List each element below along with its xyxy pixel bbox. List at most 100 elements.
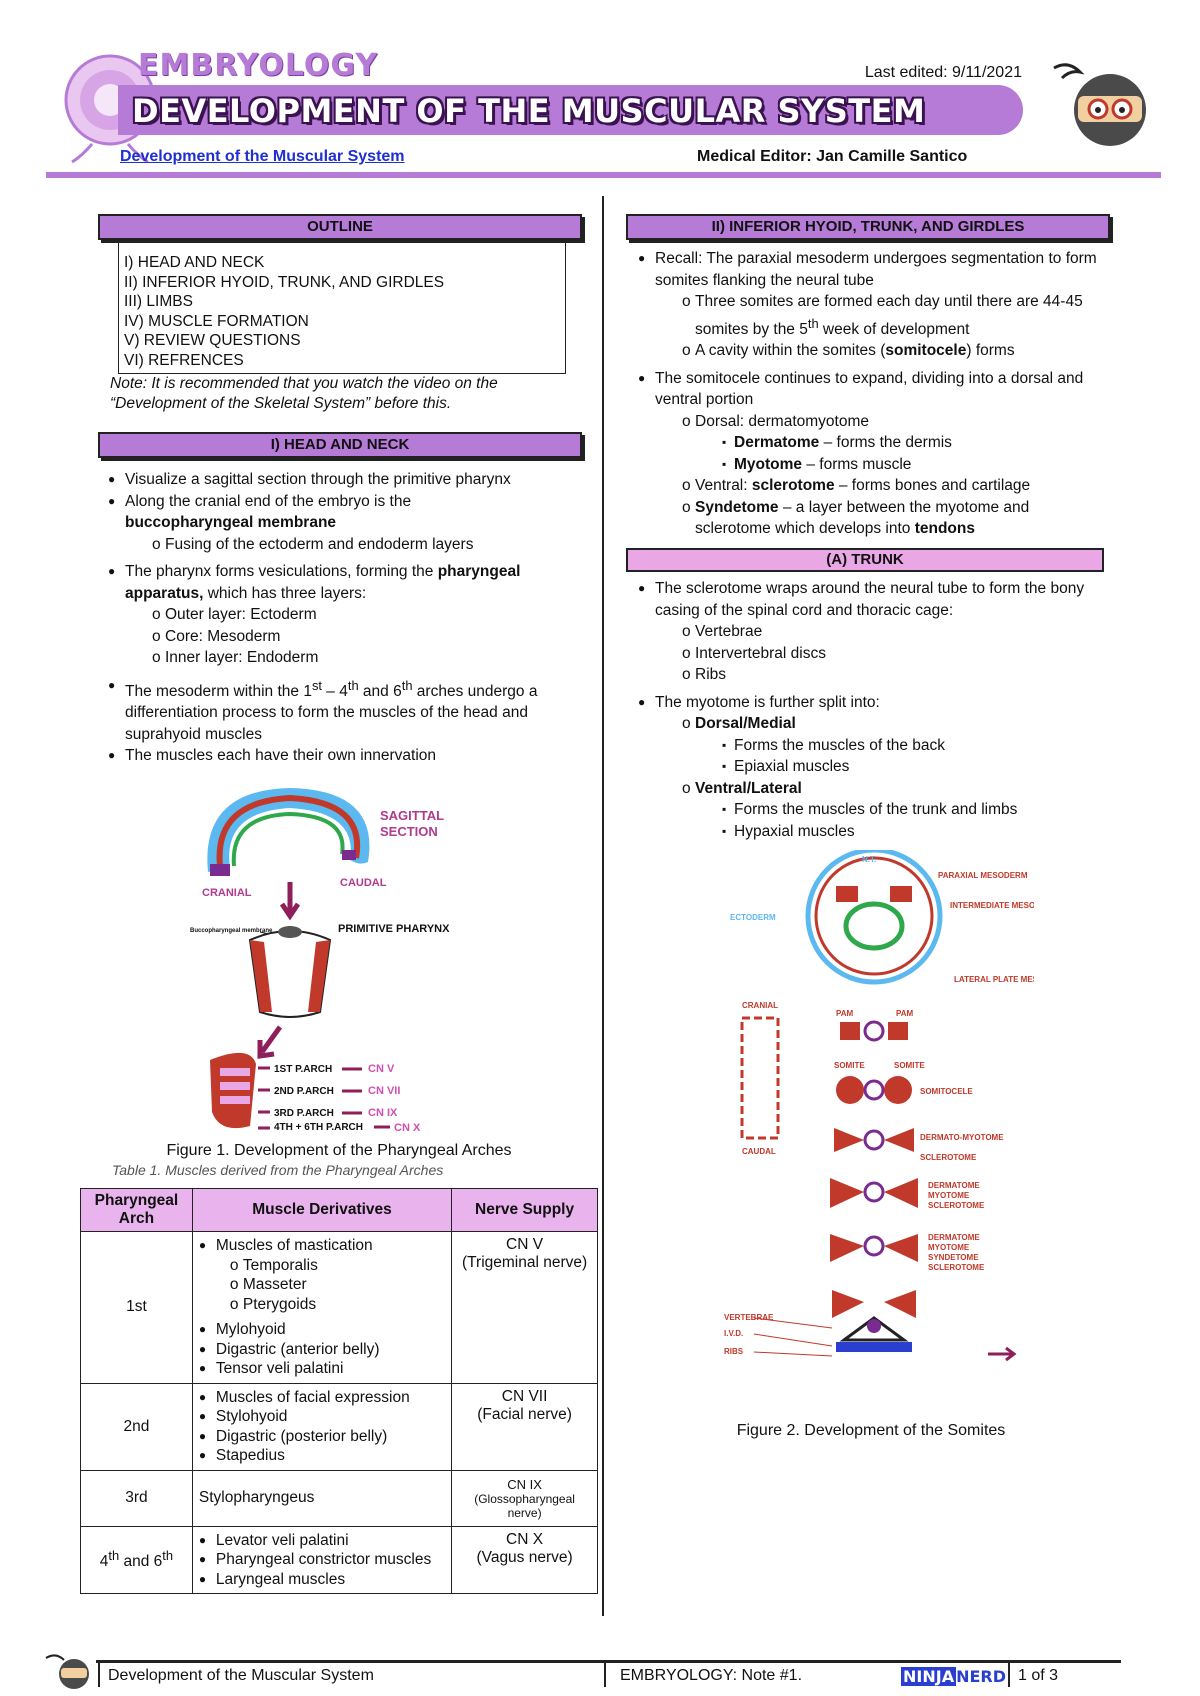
table-header-row: Pharyngeal Arch Muscle Derivatives Nerve…: [80, 1188, 598, 1232]
table-header: Nerve Supply: [451, 1188, 598, 1232]
list-item: Vertebrae: [682, 621, 1108, 643]
list-item: Masseter: [230, 1275, 445, 1295]
list-item: Forms the muscles of the trunk and limbs: [722, 799, 1108, 821]
list-item: Inner layer: Endoderm: [152, 647, 588, 669]
fig1-label: 1ST P.ARCH: [274, 1064, 332, 1075]
outline-item[interactable]: IV) MUSCLE FORMATION: [124, 312, 309, 330]
fig1-label: CAUDAL: [340, 877, 387, 889]
fig1-label: CN V: [368, 1063, 395, 1075]
table-cell: Muscles of facial expression Stylohyoid …: [191, 1382, 453, 1471]
list-item: Fusing of the ectoderm and endoderm laye…: [152, 534, 588, 556]
table-cell: Levator veli palatini Pharyngeal constri…: [191, 1525, 453, 1594]
outline-item[interactable]: III) LIMBS: [124, 293, 193, 310]
medical-editor: Medical Editor: Jan Camille Santico: [697, 148, 968, 165]
outline-heading: OUTLINE: [98, 214, 582, 240]
fig2-label: PARAXIAL MESODERM: [938, 871, 1028, 880]
fig2-label: CAUDAL: [742, 1147, 776, 1156]
list-item: Core: Mesoderm: [152, 626, 588, 648]
subtitle-link[interactable]: Development of the Muscular System: [120, 148, 405, 165]
fig1-label: CN VII: [368, 1085, 400, 1097]
page-title: DEVELOPMENT OF THE MUSCULAR SYSTEM: [132, 92, 926, 130]
figure-somites: N.T. PARAXIAL MESODERM INTERMEDIATE MESO…: [724, 847, 1046, 1400]
fig2-label: INTERMEDIATE MESO.: [950, 901, 1034, 910]
list-item: Ribs: [682, 664, 1108, 686]
list-item: Digastric (posterior belly): [199, 1427, 445, 1447]
figure2-caption: Figure 2. Development of the Somites: [736, 1422, 1006, 1439]
fig2-label: RIBS: [724, 1347, 744, 1356]
list-item: The sclerotome wraps around the neural t…: [638, 578, 1108, 686]
list-item: Myotome – forms muscle: [722, 454, 1108, 476]
table-cell: 1st: [80, 1231, 193, 1384]
table-row: 1st Muscles of mastication Temporalis Ma…: [80, 1231, 598, 1384]
list-item: The muscles each have their own innervat…: [108, 745, 588, 767]
fig2-label: PAM: [896, 1009, 914, 1018]
outline-note: Note: It is recommended that you watch t…: [110, 375, 498, 412]
list-item: The myotome is further split into: Dorsa…: [638, 692, 1108, 843]
list-item: Pterygoids: [230, 1295, 445, 1315]
list-item: Dorsal/Medial Forms the muscles of the b…: [682, 713, 1108, 778]
section-heading-trunk-girdles: II) INFERIOR HYOID, TRUNK, AND GIRDLES: [626, 214, 1110, 240]
list-item: Stylohyoid: [199, 1407, 445, 1427]
outline-box: I) HEAD AND NECK II) INFERIOR HYOID, TRU…: [118, 242, 566, 374]
outline-item[interactable]: VI) REFRENCES: [124, 351, 244, 369]
table-cell: CN V (Trigeminal nerve): [451, 1231, 598, 1384]
list-item: Stapedius: [199, 1446, 445, 1466]
fig2-label: CRANIAL: [742, 1001, 778, 1010]
footer-separator: [1008, 1663, 1010, 1687]
ninja-footer-icon: [44, 1650, 96, 1690]
trunk-heading: (A) TRUNK: [626, 548, 1104, 572]
head-neck-body: Visualize a sagittal section through the…: [108, 469, 588, 767]
last-edited: Last edited: 9/11/2021: [864, 64, 1022, 81]
list-item: Visualize a sagittal section through the…: [108, 469, 588, 491]
outline-item[interactable]: II) INFERIOR HYOID, TRUNK, AND GIRDLES: [124, 273, 445, 291]
table1-caption: Table 1. Muscles derived from the Pharyn…: [112, 1162, 444, 1178]
outline-item[interactable]: I) HEAD AND NECK: [124, 254, 265, 271]
fig1-label: PRIMITIVE PHARYNX: [338, 923, 450, 935]
outline-item[interactable]: V) REVIEW QUESTIONS: [124, 332, 301, 349]
pharyngeal-arch-table: Pharyngeal Arch Muscle Derivatives Nerve…: [80, 1188, 598, 1594]
table-cell: CN VII (Facial nerve): [451, 1382, 598, 1471]
table-cell: 4th and 6th: [80, 1525, 193, 1594]
fig2-label: SOMITE: [834, 1061, 865, 1070]
fig1-label: 2ND P.ARCH: [274, 1086, 334, 1097]
header-banner: [118, 85, 1023, 135]
fig1-label: CN X: [394, 1122, 421, 1134]
fig2-label: SOMITE: [894, 1061, 925, 1070]
fig1-label: Buccopharyngeal membrane: [190, 928, 273, 934]
trunk-body: The sclerotome wraps around the neural t…: [638, 578, 1108, 842]
fig1-label: CRANIAL: [202, 887, 252, 899]
list-item: Ventral: sclerotome – forms bones and ca…: [682, 475, 1108, 497]
list-item: Intervertebral discs: [682, 643, 1108, 665]
table-cell: Muscles of mastication Temporalis Masset…: [191, 1231, 453, 1384]
table-cell: Stylopharyngeus: [191, 1469, 453, 1527]
list-item: Along the cranial end of the embryo is t…: [108, 491, 588, 556]
list-item: Digastric (anterior belly): [199, 1340, 445, 1360]
fig2-label: LATERAL PLATE MESO.: [954, 975, 1034, 984]
list-item: Pharyngeal constrictor muscles: [199, 1550, 445, 1570]
column-divider: [602, 196, 604, 1616]
list-item: Recall: The paraxial mesoderm undergoes …: [638, 248, 1108, 362]
fig1-label: 4TH + 6TH P.ARCH: [274, 1122, 363, 1133]
fig2-label: SCLEROTOME: [920, 1153, 977, 1162]
list-item: Syndetome – a layer between the myotome …: [682, 497, 1108, 540]
header-divider: [46, 172, 1161, 178]
table-row: 4th and 6th Levator veli palatini Pharyn…: [80, 1525, 598, 1594]
fig2-label: SYNDETOME: [928, 1253, 979, 1262]
fig2-label: MYOTOME: [928, 1243, 970, 1252]
fig2-label: DERMATOME: [928, 1233, 980, 1242]
fig1-label: 3RD P.ARCH: [274, 1108, 334, 1119]
fig1-label: CN IX: [368, 1107, 398, 1119]
fig2-label: I.V.D.: [724, 1329, 743, 1338]
list-item: Epiaxial muscles: [722, 756, 1108, 778]
fig1-label: SECTION: [380, 824, 438, 839]
ninja-mascot-icon: [1048, 58, 1148, 150]
figure1-caption: Figure 1. Development of the Pharyngeal …: [166, 1142, 512, 1159]
list-item: Dorsal: dermatomyotome Dermatome – forms…: [682, 411, 1108, 476]
table-header: Muscle Derivatives: [191, 1188, 453, 1232]
list-item: The somitocele continues to expand, divi…: [638, 368, 1108, 540]
fig2-label: N.T.: [862, 855, 876, 864]
table-cell: CN IX (Glossopharyngeal nerve): [451, 1469, 598, 1527]
section2-body: Recall: The paraxial mesoderm undergoes …: [638, 248, 1108, 540]
list-item: Levator veli palatini: [199, 1531, 445, 1551]
